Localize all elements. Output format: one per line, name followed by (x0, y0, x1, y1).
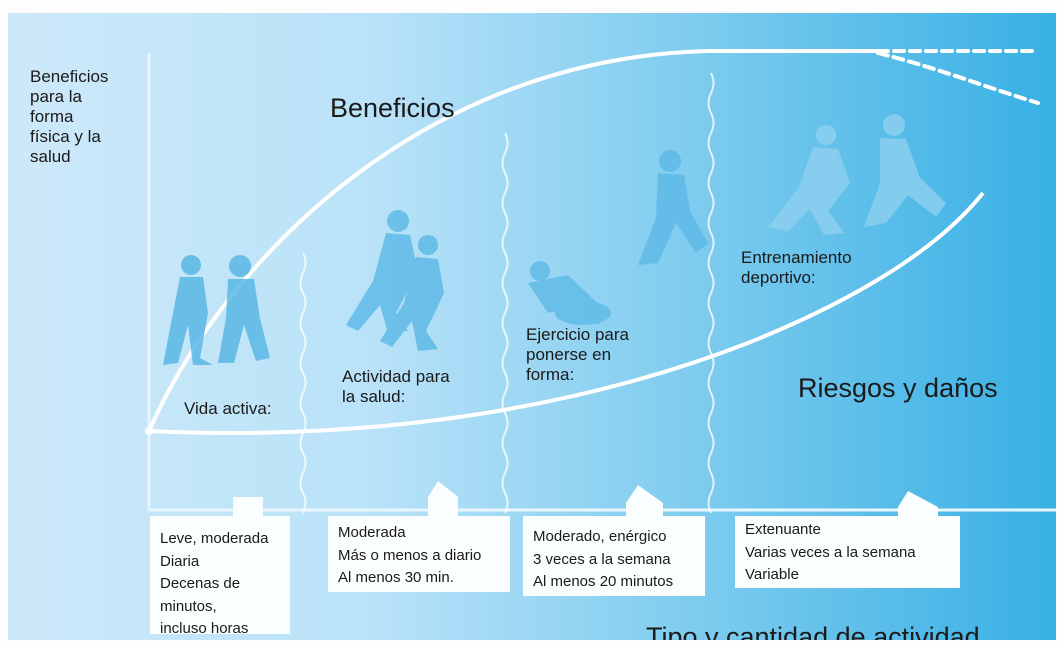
stage-label-line: la salud: (342, 387, 406, 407)
stage-description-sports-training: Extenuante Varias veces a la semana Vari… (735, 516, 960, 588)
description-line: Variable (745, 566, 799, 583)
x-axis-label: Tipo y cantidad de actividad (646, 622, 980, 640)
description-line: Decenas de (160, 575, 241, 592)
stage-label-line: Actividad para (342, 367, 450, 386)
stage-label-line: Ejercicio para (526, 325, 629, 344)
y-axis-label: Beneficios para la forma física y la sal… (30, 67, 150, 167)
description-line: 3 veces a la semana (533, 550, 671, 568)
stage-label-line: deportivo: (741, 268, 816, 288)
description-line: Al menos 20 minutos (533, 573, 674, 590)
stage-divider-3 (707, 72, 715, 514)
y-axis-label-line: para la (30, 87, 82, 107)
jogging-people-icon (346, 210, 444, 351)
stage-label-line: Entrenamiento (741, 248, 852, 267)
stage-label-line: forma: (526, 365, 575, 385)
diagram-graphics (145, 49, 1056, 518)
y-axis-label-line: salud (30, 147, 71, 167)
description-line: minutos, (160, 597, 217, 615)
stage-label-active-life: Vida activa: (184, 399, 272, 419)
situps-and-running-icon (528, 150, 708, 325)
stage-label-sports-training: Entrenamiento deportivo: (741, 248, 852, 288)
y-axis-label-line: física y la (30, 127, 101, 147)
description-line: Diaria (160, 552, 200, 570)
description-line: Más o menos a diario (338, 546, 482, 564)
stage-label-line: Vida activa: (184, 399, 272, 418)
y-axis-label-line: forma (30, 107, 74, 127)
stage-label-fitness-exercise: Ejercicio para ponerse en forma: (526, 325, 629, 385)
description-line: incluso horas (160, 620, 249, 637)
stage-description-fitness-exercise: Moderado, enérgico 3 veces a la semana A… (523, 516, 705, 596)
description-line: Varias veces a la semana (745, 543, 916, 561)
stage-divider-1 (299, 252, 307, 514)
benefits-decline-dashed (876, 51, 1040, 105)
y-axis-label-line: Beneficios (30, 67, 109, 86)
benefits-curve (147, 49, 878, 432)
description-line: Moderado, enérgico (533, 528, 667, 545)
description-line: Moderada (338, 524, 406, 541)
walking-people-icon (163, 255, 270, 365)
stage-label-health-activity: Actividad para la salud: (342, 367, 450, 407)
sprinting-athletes-icon (768, 114, 946, 235)
description-line: Al menos 30 min. (338, 569, 454, 586)
desc-tab-2 (428, 481, 458, 518)
description-line: Extenuante (745, 521, 821, 538)
risks-title: Riesgos y daños (798, 373, 998, 403)
risks-curve (148, 191, 985, 435)
stage-label-line: ponerse en (526, 345, 612, 365)
desc-tab-1 (233, 497, 263, 518)
activity-benefits-diagram: Beneficios para la forma física y la sal… (8, 13, 1056, 640)
desc-tab-4 (898, 491, 938, 518)
description-line: Leve, moderada (160, 530, 269, 547)
desc-tab-3 (626, 485, 663, 518)
benefits-title: Beneficios (330, 93, 455, 123)
curves-origin-dot (145, 427, 153, 435)
stage-description-active-life: Leve, moderada Diaria Decenas de minutos… (150, 516, 290, 637)
stage-divider-2 (501, 132, 509, 514)
stage-description-health-activity: Moderada Más o menos a diario Al menos 3… (328, 516, 510, 592)
